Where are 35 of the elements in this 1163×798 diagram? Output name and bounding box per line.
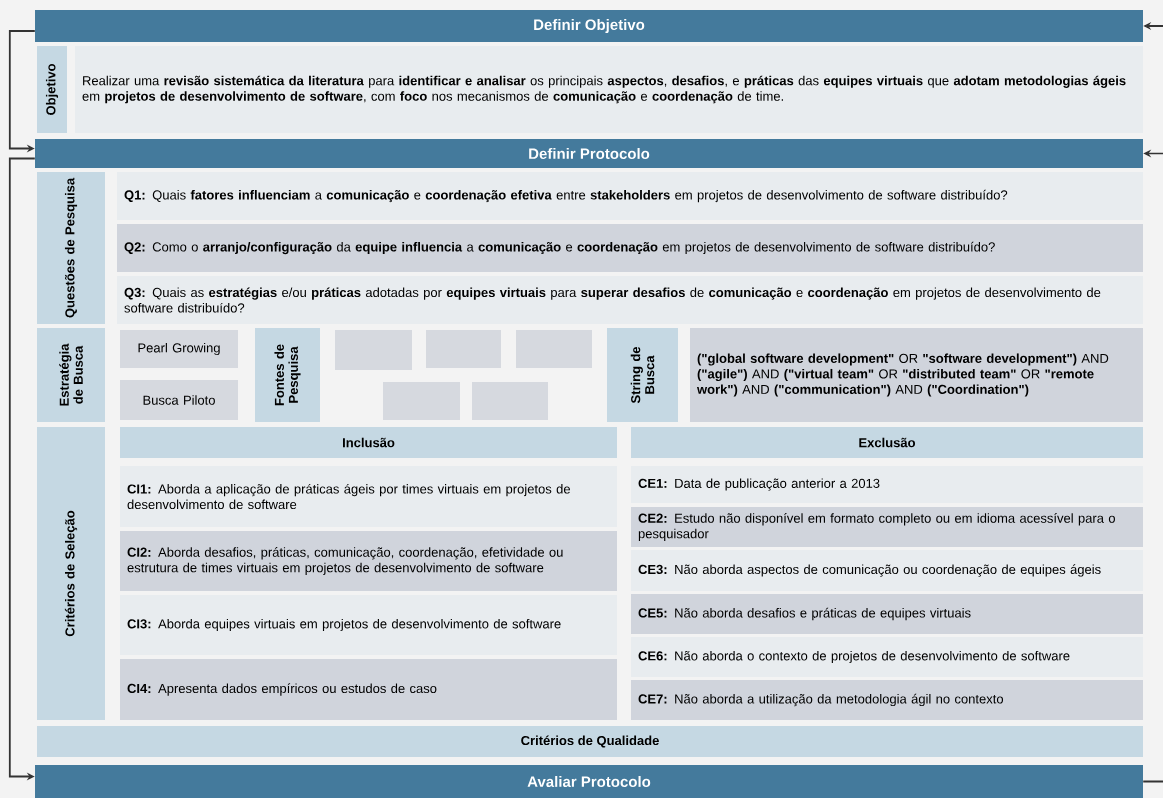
column-header: Inclusão [120,427,617,458]
connector-line [1142,780,1163,783]
column-header: Critérios de Qualidade [37,726,1143,757]
text-box: Q2: Como o arranjo/configuração da equipe influencia a comunicação e coordenação em projetos de desenvolvimento de software distribuído? [117,224,1143,272]
text-box: CE7: Não aborda a utilização da metodologia ágil no contexto [631,680,1143,720]
text-box: CI4: Apresenta dados empíricos ou estudos de caso [120,659,617,720]
section-tab: Estratégia de Busca [37,328,105,422]
text-box: CE5: Não aborda desafios e práticas de equipes virtuais [631,594,1143,634]
column-header: Exclusão [631,427,1143,458]
stage-bar: Avaliar Protocolo [35,765,1143,798]
term-box [335,330,412,370]
text-box: Q3: Quais as estratégias e/ou práticas adotadas por equipes virtuais para superar desafios de comunicação e coordenação em projetos de desenvolvimento de software distribuído? [117,276,1143,324]
section-tab: Questões de Pesquisa [37,172,105,324]
section-tab: Critérios de Seleção [37,427,105,720]
term-box [472,382,548,420]
text-box: CE6: Não aborda o contexto de projetos de desenvolvimento de software [631,637,1143,677]
text-box: CI3: Aborda equipes virtuais em projetos de desenvolvimento de software [120,595,617,655]
text-box: Q1: Quais fatores influenciam a comunicação e coordenação efetiva entre stakeholders em projetos de desenvolvimento de software distribuído? [117,172,1143,220]
term-box [383,382,460,420]
stage-bar: Definir Objetivo [35,10,1143,42]
text-box: Realizar uma revisão sistemática da literatura para identificar e analisar os principais aspectos, desafios, e práticas das equipes virtuais que adotam metodologias ágeis em projetos de desenvolvimento de software, com foco nos mecanismos de comunicação e coordenação de time. [75,46,1143,133]
stage-bar: Definir Protocolo [35,139,1143,168]
term-box: Busca Piloto [120,380,238,420]
section-tab: Fontes de Pesquisa [255,328,320,422]
term-box: Pearl Growing [120,330,238,368]
text-box: ("global software development" OR "software development") AND ("agile") AND ("virtual team" OR "distributed team" OR "remote work") AND ("communication") AND ("Coordination") [690,328,1143,422]
text-box: CI2: Aborda desafios, práticas, comunicação, coordenação, efetividade ou estrutura de times virtuais em projetos de desenvolvimento de software [120,531,617,591]
text-box: CI1: Aborda a aplicação de práticas ágeis por times virtuais em projetos de desenvolvimento de software [120,466,617,527]
section-tab: String de Busca [607,328,678,422]
text-box: CE1: Data de publicação anterior a 2013 [631,466,1143,503]
section-tab: Objetivo [37,46,67,133]
term-box [426,330,501,368]
term-box [516,330,592,368]
text-box: CE2: Estudo não disponível em formato completo ou em idioma acessível para o pesquisador [631,507,1143,547]
text-box: CE3: Não aborda aspectos de comunicação ou coordenação de equipes ágeis [631,550,1143,591]
